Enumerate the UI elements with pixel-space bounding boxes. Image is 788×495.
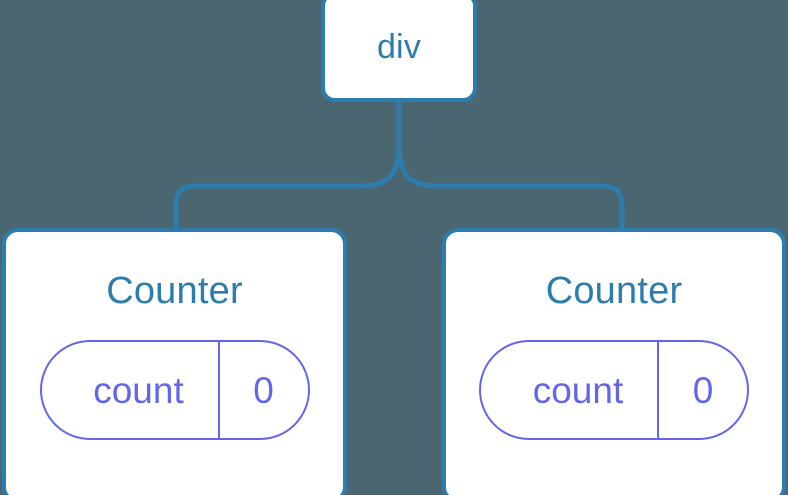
state-pill-counter-left[interactable]: count 0	[39, 340, 310, 440]
node-div[interactable]: div	[321, 0, 477, 102]
state-pill-counter-right[interactable]: count 0	[479, 340, 749, 440]
edge-root-to-counter-left	[173, 149, 402, 231]
state-key-label: count	[93, 369, 184, 411]
state-value-label: 0	[217, 342, 308, 438]
node-counter-left-label: Counter	[106, 270, 243, 312]
node-counter-left[interactable]: Counter count 0	[2, 228, 347, 495]
state-key-label: count	[532, 369, 624, 411]
node-counter-right[interactable]: Counter count 0	[442, 228, 786, 495]
state-value-label: 0	[657, 342, 747, 438]
node-counter-right-label: Counter	[545, 270, 683, 312]
node-div-label: div	[376, 28, 422, 66]
edge-root-to-counter-right	[396, 149, 625, 231]
